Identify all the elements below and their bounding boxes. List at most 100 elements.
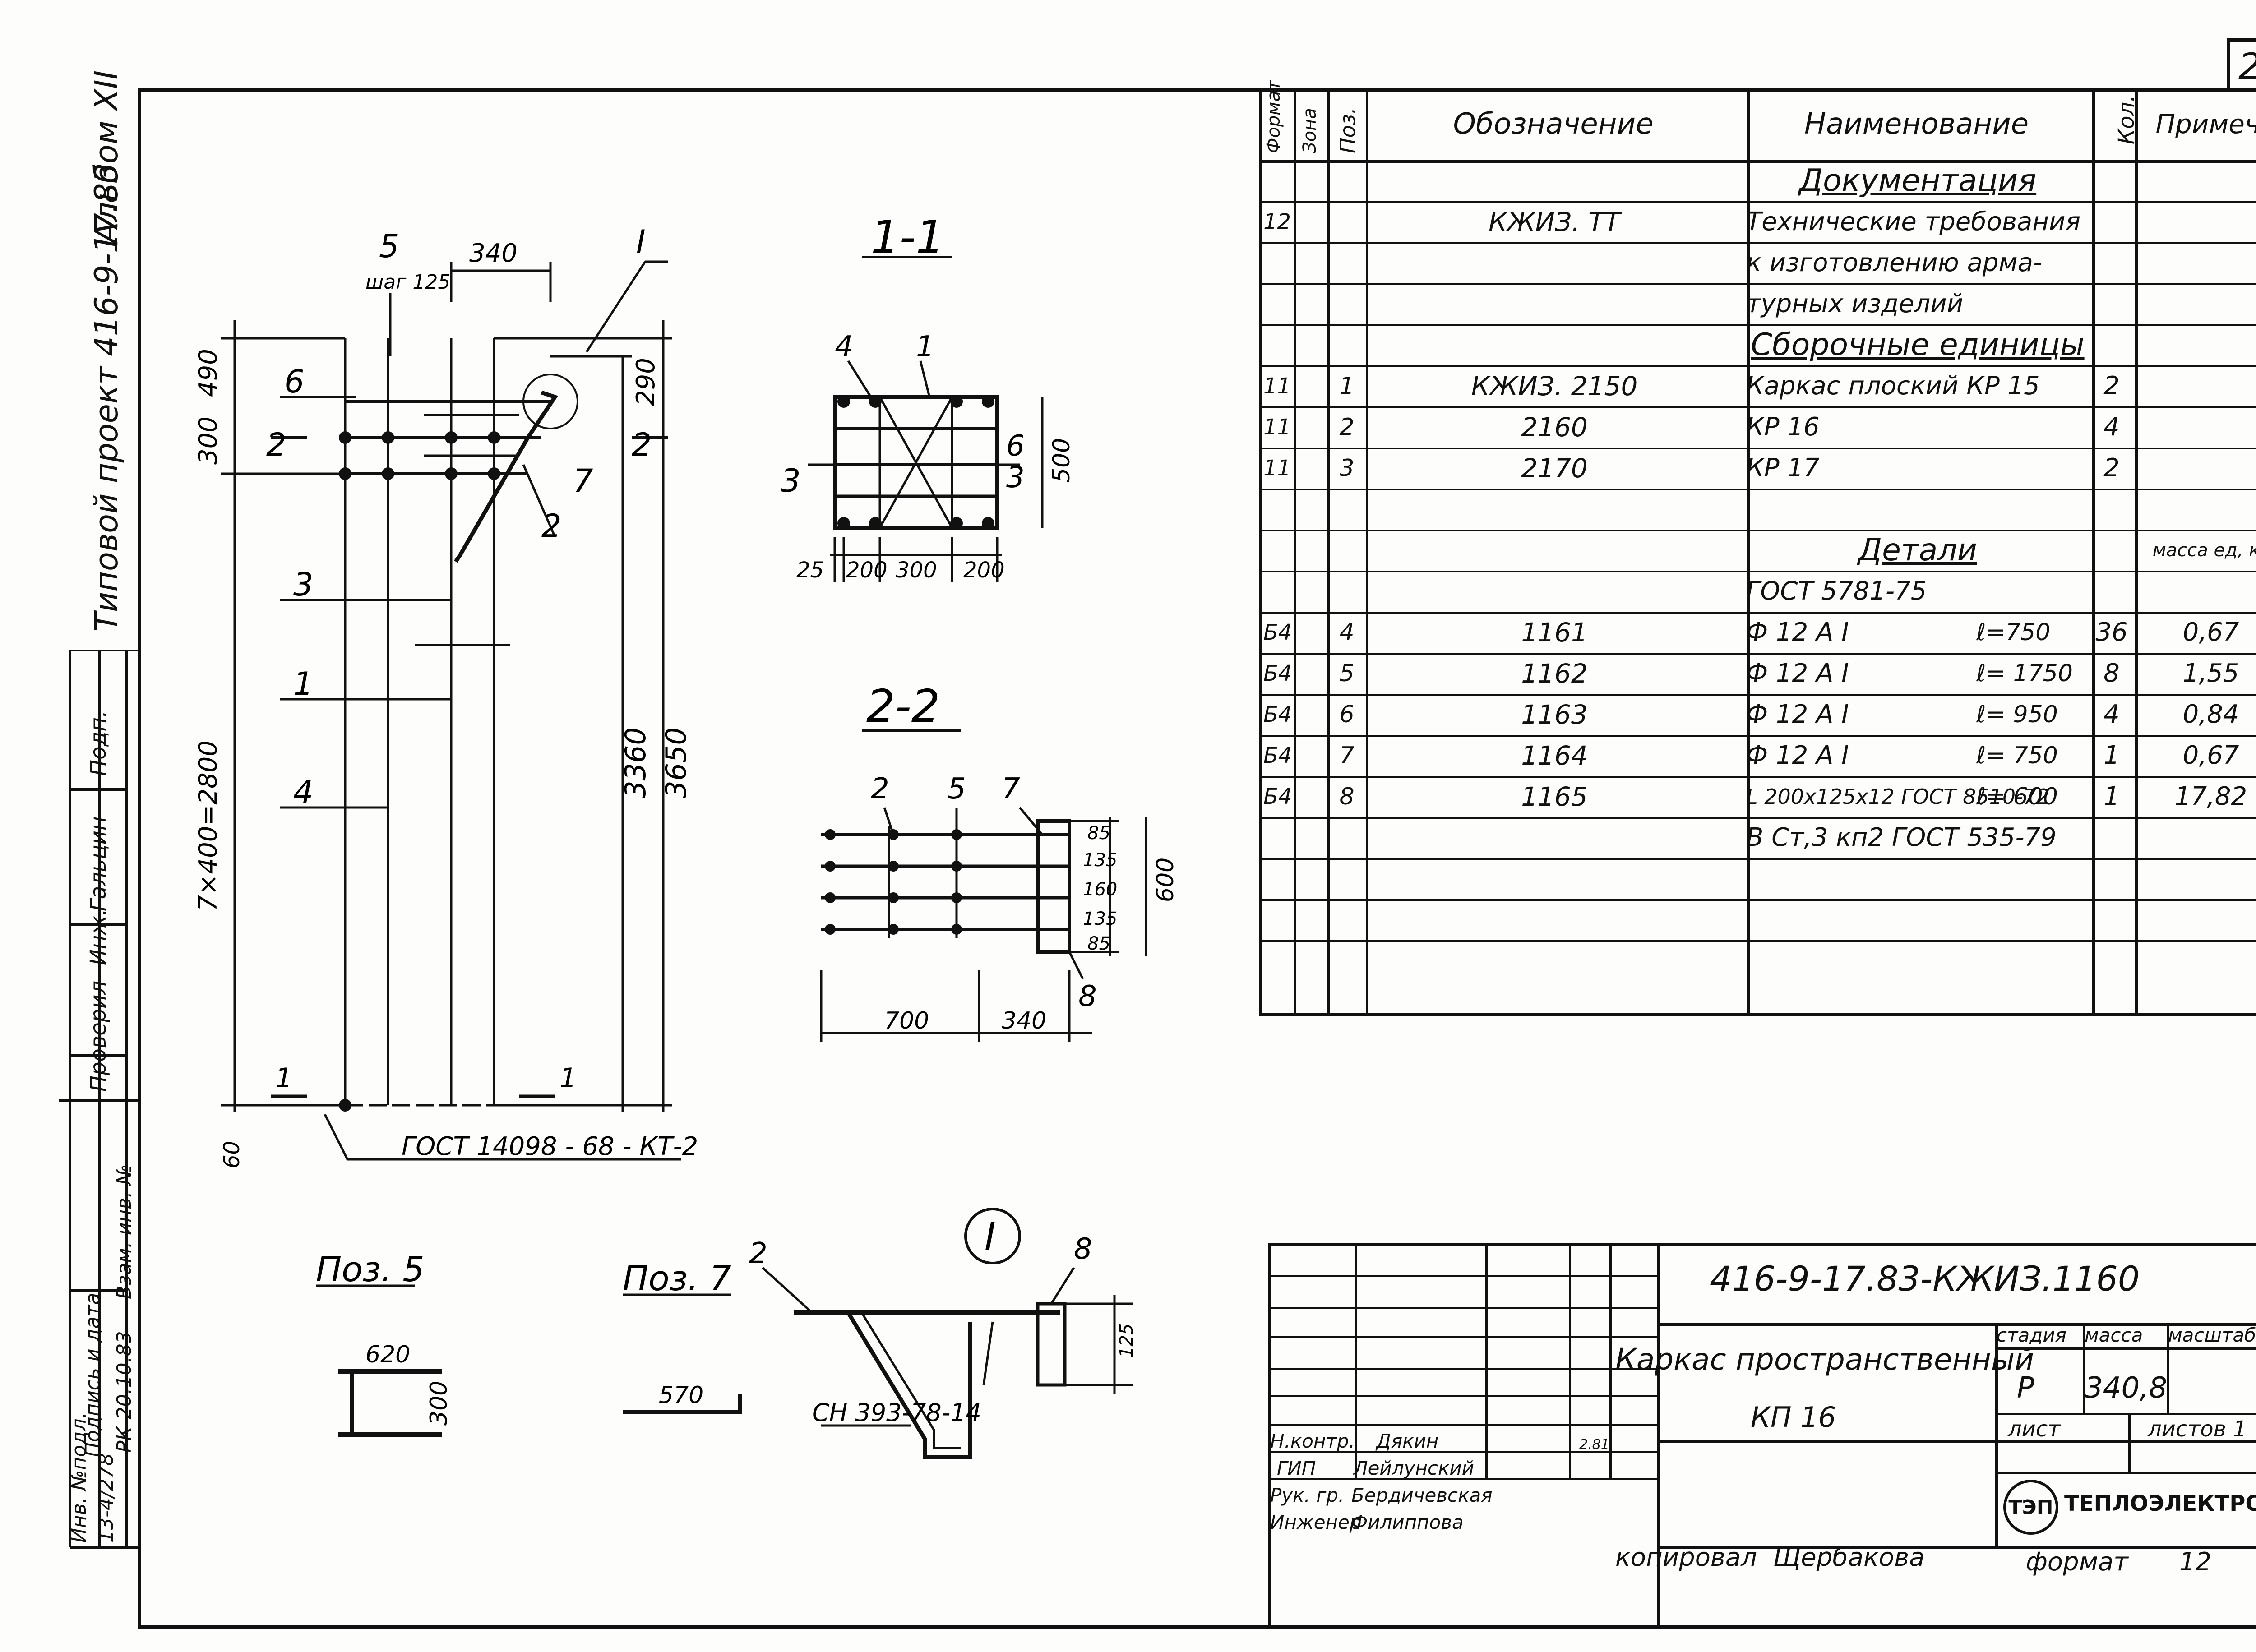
s11-callout-3b: 3 <box>1006 461 1025 494</box>
spec-row-line <box>1262 612 2256 614</box>
product-name-line1: Каркас пространственный <box>1615 1342 2034 1377</box>
spec-cell-qty <box>2091 489 2132 530</box>
spec-row-line <box>1262 940 2256 942</box>
s22-dim-160: 160 <box>1083 879 1117 900</box>
spec-cell-zone <box>1295 858 1327 899</box>
spec-cell-pos <box>1329 324 1365 365</box>
spec-cell-note <box>2134 858 2256 899</box>
spec-cell-pos <box>1329 571 1365 612</box>
spec-cell-note <box>2134 324 2256 365</box>
spec-row-line <box>1262 858 2256 860</box>
spec-cell-designation <box>1365 858 1744 899</box>
org-logo: ТЭП <box>2003 1480 2058 1535</box>
elev-label-I: I <box>636 223 646 260</box>
spec-cell-designation <box>1365 899 1744 940</box>
elev-callout-2a: 2 <box>266 426 287 463</box>
s11-dim-300: 300 <box>896 558 937 583</box>
format-value: 12 <box>2179 1547 2212 1577</box>
spec-cell-length: ℓ= 750 <box>1976 742 2058 769</box>
spec-cell-zone <box>1295 571 1327 612</box>
elev-dim-2800: 7×400=2800 <box>194 740 223 911</box>
s11-dim-200a: 200 <box>846 558 888 583</box>
spec-cell-note: 1,55 <box>2182 659 2239 688</box>
spec-cell-name: Сборочные единицы <box>1751 327 2085 363</box>
spec-cell-note <box>2134 283 2256 324</box>
spec-cell-qty: 2 <box>2103 453 2120 483</box>
spec-cell-note <box>2134 242 2256 283</box>
spec-cell-pos <box>1329 201 1365 242</box>
spec-cell-note <box>2134 160 2256 201</box>
node-I-callout-2: 2 <box>749 1237 767 1270</box>
s22-callout-2: 2 <box>871 772 889 806</box>
spec-cell-pos: 4 <box>1339 618 1355 646</box>
spec-cell-zone <box>1295 406 1327 448</box>
sig-role-1: ГИП <box>1277 1457 1316 1479</box>
spec-cell-pos: 1 <box>1339 372 1355 400</box>
spec-cell-name: В Ст,3 кп2 ГОСТ 535-79 <box>1746 823 2057 852</box>
stage-value: Р <box>2017 1371 2034 1405</box>
s11-callout-6: 6 <box>1006 429 1025 463</box>
specification-table <box>1259 88 2256 1016</box>
sig-name-2: Бердичевская <box>1351 1484 1493 1506</box>
spec-cell-zone <box>1295 365 1327 406</box>
spec-cell-note <box>2134 365 2256 406</box>
s22-dim-135a: 135 <box>1083 850 1117 871</box>
spec-cell-zone <box>1295 448 1327 489</box>
s22-dim-600: 600 <box>1152 858 1179 902</box>
org-name: ТЕПЛОЭЛЕКТРОПРОЕКТ <box>2064 1491 2256 1516</box>
stamp-name: Гальцин <box>86 816 111 911</box>
stamp-value-1: 13-4/278 <box>95 1453 118 1543</box>
spec-cell-designation: КЖИЗ. ТТ <box>1489 206 1620 237</box>
spec-cell-zone <box>1295 612 1327 653</box>
spec-cell-qty: 8 <box>2103 659 2120 688</box>
s11-dim-25: 25 <box>796 558 824 583</box>
spec-cell-designation <box>1365 489 1744 530</box>
s11-dim-200b: 200 <box>963 558 1005 583</box>
spec-header-note: Примеч. <box>2155 109 2256 139</box>
spec-cell-name <box>1746 899 2089 940</box>
spec-cell-designation: 1161 <box>1521 617 1588 648</box>
spec-row-line <box>1262 365 2256 367</box>
spec-cell-zone <box>1295 817 1327 858</box>
spec-cell-name: Документация <box>1798 163 2037 198</box>
spec-cell-zone <box>1295 324 1327 365</box>
spec-cell-zone <box>1295 694 1327 735</box>
spec-cell-pos <box>1329 283 1365 324</box>
elev-dim-3650: 3650 <box>660 727 693 798</box>
spec-cell-qty <box>2091 530 2132 571</box>
s11-callout-3a: 3 <box>781 462 801 499</box>
s22-dim-340: 340 <box>1002 1007 1046 1034</box>
spec-cell-designation <box>1365 324 1744 365</box>
elev-label-step: шаг 125 <box>365 271 450 294</box>
spec-row-line <box>1262 530 2256 531</box>
pos7-title: Поз. 7 <box>623 1258 731 1298</box>
spec-cell-note <box>2134 817 2256 858</box>
sig-name-1: Лейлунский <box>1354 1457 1474 1479</box>
copied-by: Щербакова <box>1773 1543 1925 1572</box>
elev-callout-4: 4 <box>293 774 314 811</box>
spec-cell-length: ℓ=750 <box>1976 618 2051 646</box>
spec-cell-qty <box>2091 160 2132 201</box>
s11-callout-4: 4 <box>835 330 853 364</box>
spec-cell-length: ℓ= 600 <box>1976 783 2058 810</box>
elev-dim-60: 60 <box>219 1141 245 1168</box>
elev-callout-6: 6 <box>284 363 305 400</box>
left-stamp <box>59 650 138 1549</box>
spec-cell-fmt: 11 <box>1263 414 1291 440</box>
spec-cell-note: 17,82 <box>2174 782 2247 811</box>
spec-cell-zone <box>1295 735 1327 776</box>
spec-row-line <box>1262 817 2256 819</box>
spec-cell-fmt <box>1263 160 1290 201</box>
spec-cell-note <box>2134 571 2256 612</box>
spec-cell-qty: 1 <box>2103 741 2120 770</box>
s22-callout-5: 5 <box>948 772 966 806</box>
spec-cell-pos <box>1329 899 1365 940</box>
spec-cell-pos <box>1329 160 1365 201</box>
spec-cell-name: L 200х125х12 ГОСТ 8510-72 <box>1746 784 2050 809</box>
spec-cell-length: ℓ= 1750 <box>1976 660 2073 687</box>
elev-bottom-note: ГОСТ 14098 - 68 - КТ-2 <box>402 1132 698 1161</box>
spec-header-format: Формат <box>1263 80 1284 153</box>
node-I-title: I <box>985 1214 996 1259</box>
spec-cell-zone <box>1295 283 1327 324</box>
spec-cell-note: 0,67 <box>2182 618 2239 647</box>
